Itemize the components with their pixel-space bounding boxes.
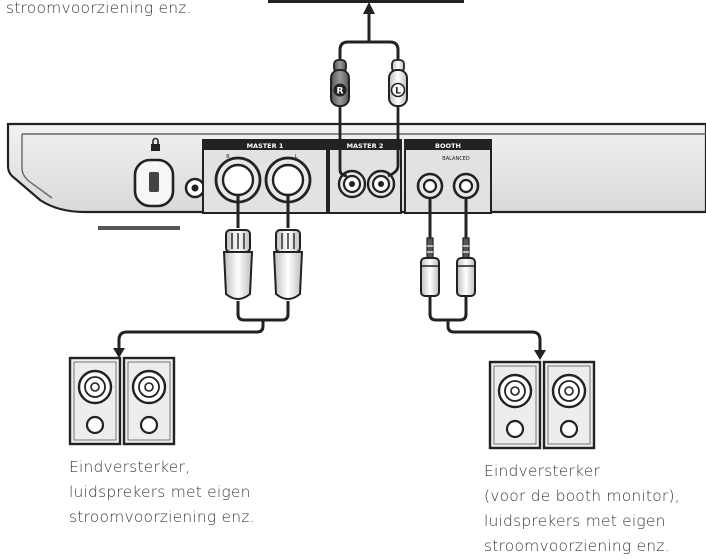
down-arrow-booth-icon [534,350,546,360]
master2-label: MASTER 2 [347,142,384,150]
main-speakers [68,356,176,446]
caption-right-line-1: Eindversterker [484,462,601,480]
xlr-cable-join [236,301,290,322]
trs-cable-join [428,296,468,322]
speaker-icon [488,360,542,450]
master1-xlr-left-jack [264,156,312,204]
rca-right-plug: R [330,59,350,107]
master1-l-label: L [295,154,298,160]
mixer-rear-panel: MASTER 1 R L MASTER 2 BOOTH BALANCED [6,122,706,230]
trs-right-plug [420,237,440,297]
master2-header [329,140,401,150]
top-cable-group [268,0,464,62]
speaker-icon [68,356,122,446]
trs-left-plug [456,237,476,297]
booth-balanced-label: BALANCED [442,156,470,162]
panel-foot [98,226,180,230]
caption-left-line-2: luidsprekers met eigen [69,483,251,501]
master1-r-label: R [226,154,230,160]
master1-xlr-cables [113,194,304,358]
cable-to-booth-speakers [446,320,542,352]
lock-icon [151,137,160,151]
top-cable-line [338,12,400,62]
master1-header [203,140,327,150]
caption-right-line-2: (voor de booth monitor), [484,487,680,505]
master1-xlr-right-jack [214,156,262,204]
speaker-icon [122,356,176,446]
caption-right: Eindversterker (voor de booth monitor), … [484,459,680,559]
panel-inner-edge [21,133,706,199]
caption-top-line: stroomvoorziening enz. [6,0,192,17]
rca-right-plug-label: R [337,87,344,97]
caption-top: stroomvoorziening enz. [6,0,192,21]
booth-trs-left-jack [452,172,480,200]
speaker-icon [542,360,596,450]
booth-trs-right-jack [416,172,444,200]
master1-label: MASTER 1 [247,142,284,150]
master2-rca-left-jack [366,169,396,199]
rca-left-wire [387,104,400,178]
top-cutoff-strip [268,0,464,3]
master2-rca-right-jack [337,169,367,199]
caption-left-line-3: stroomvoorziening enz. [69,508,255,526]
caption-right-line-3: luidsprekers met eigen [484,512,666,530]
booth-section [404,139,492,214]
ground-terminal-core [191,184,199,192]
caption-left-line-1: Eindversterker, [69,458,191,476]
xlr-right-plug [222,229,254,300]
xlr-left-plug [272,229,304,300]
master2-rca-cables: R L [330,59,408,178]
down-arrow-main-icon [113,348,125,358]
rca-left-plug-label: L [395,87,401,97]
booth-trs-cables [420,198,546,360]
caption-right-line-4: stroomvoorziening enz. [484,537,670,555]
booth-speakers [488,360,596,450]
booth-header [405,140,491,150]
up-arrow-icon [363,2,375,14]
cable-to-main-speakers [117,320,265,350]
booth-label: BOOTH [435,142,461,150]
rca-left-plug: L [388,59,408,107]
rca-right-wire [338,104,348,178]
caption-left: Eindversterker, luidsprekers met eigen s… [69,455,255,530]
security-slot-hole [149,172,159,192]
